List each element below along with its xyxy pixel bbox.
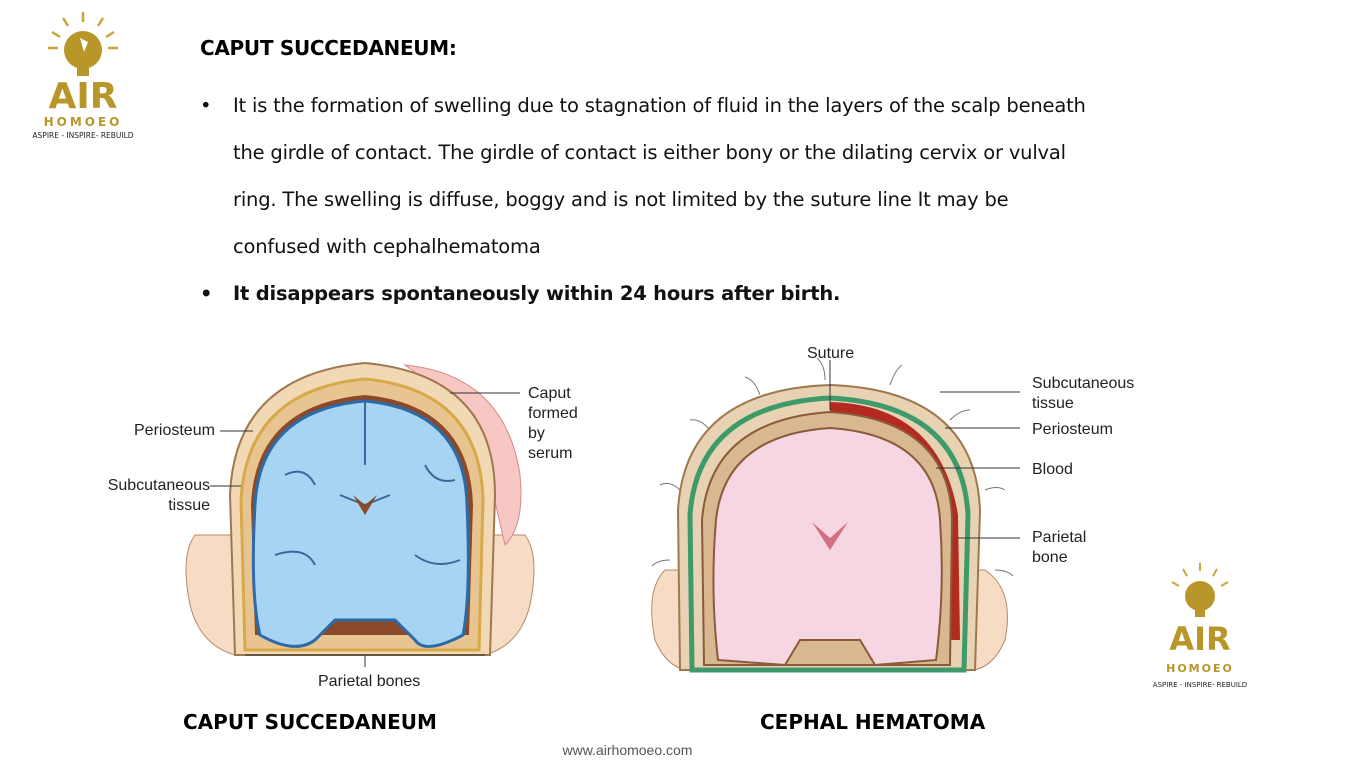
bullet-text: It is the formation of swelling due to s… — [233, 94, 1086, 258]
label-blood: Blood — [1032, 461, 1073, 478]
label-periosteum: Periosteum — [134, 422, 215, 439]
label-subcutaneous-tissue: Subcutaneous tissue — [107, 477, 210, 514]
svg-text:ASPIRE - INSPIRE- REBUILD: ASPIRE - INSPIRE- REBUILD — [32, 131, 133, 140]
air-homoeo-logo: AIR HOMOEO ASPIRE - INSPIRE- REBUILD — [32, 12, 134, 140]
label-caput: Caput formed by serum — [528, 385, 578, 462]
bullet-text: It disappears spontaneously within 24 ho… — [233, 282, 841, 305]
label-parietal-bone: Parietal bone — [1032, 529, 1087, 566]
logo-air-text: AIR — [49, 76, 118, 117]
bullet-item: •It disappears spontaneously within 24 h… — [200, 282, 841, 305]
bullet-item: •It is the formation of swelling due to … — [200, 94, 1086, 258]
caput-succedaneum-diagram — [185, 361, 535, 667]
label-subcutaneous-tissue-right: Subcutaneous tissue — [1032, 375, 1135, 412]
caption-cephal-hematoma: CEPHAL HEMATOMA — [760, 710, 986, 734]
svg-text:HOMOEO: HOMOEO — [44, 115, 123, 129]
label-periosteum-right: Periosteum — [1032, 421, 1113, 438]
svg-text:HOMOEO: HOMOEO — [1166, 662, 1234, 675]
cephal-hematoma-diagram — [651, 357, 1020, 673]
label-suture: Suture — [807, 345, 855, 362]
footer-url: www.airhomoeo.com — [562, 742, 693, 758]
label-parietal-bones: Parietal bones — [318, 673, 421, 690]
svg-text:AIR: AIR — [1169, 620, 1230, 658]
air-homoeo-logo-small: AIR HOMOEO ASPIRE - INSPIRE- REBUILD — [1153, 563, 1247, 689]
caption-caput-succedaneum: CAPUT SUCCEDANEUM — [183, 710, 437, 734]
slide-title: CAPUT SUCCEDANEUM: — [200, 36, 457, 60]
svg-text:ASPIRE - INSPIRE- REBUILD: ASPIRE - INSPIRE- REBUILD — [1153, 681, 1247, 689]
bullet-list: •It is the formation of swelling due to … — [200, 82, 1100, 317]
